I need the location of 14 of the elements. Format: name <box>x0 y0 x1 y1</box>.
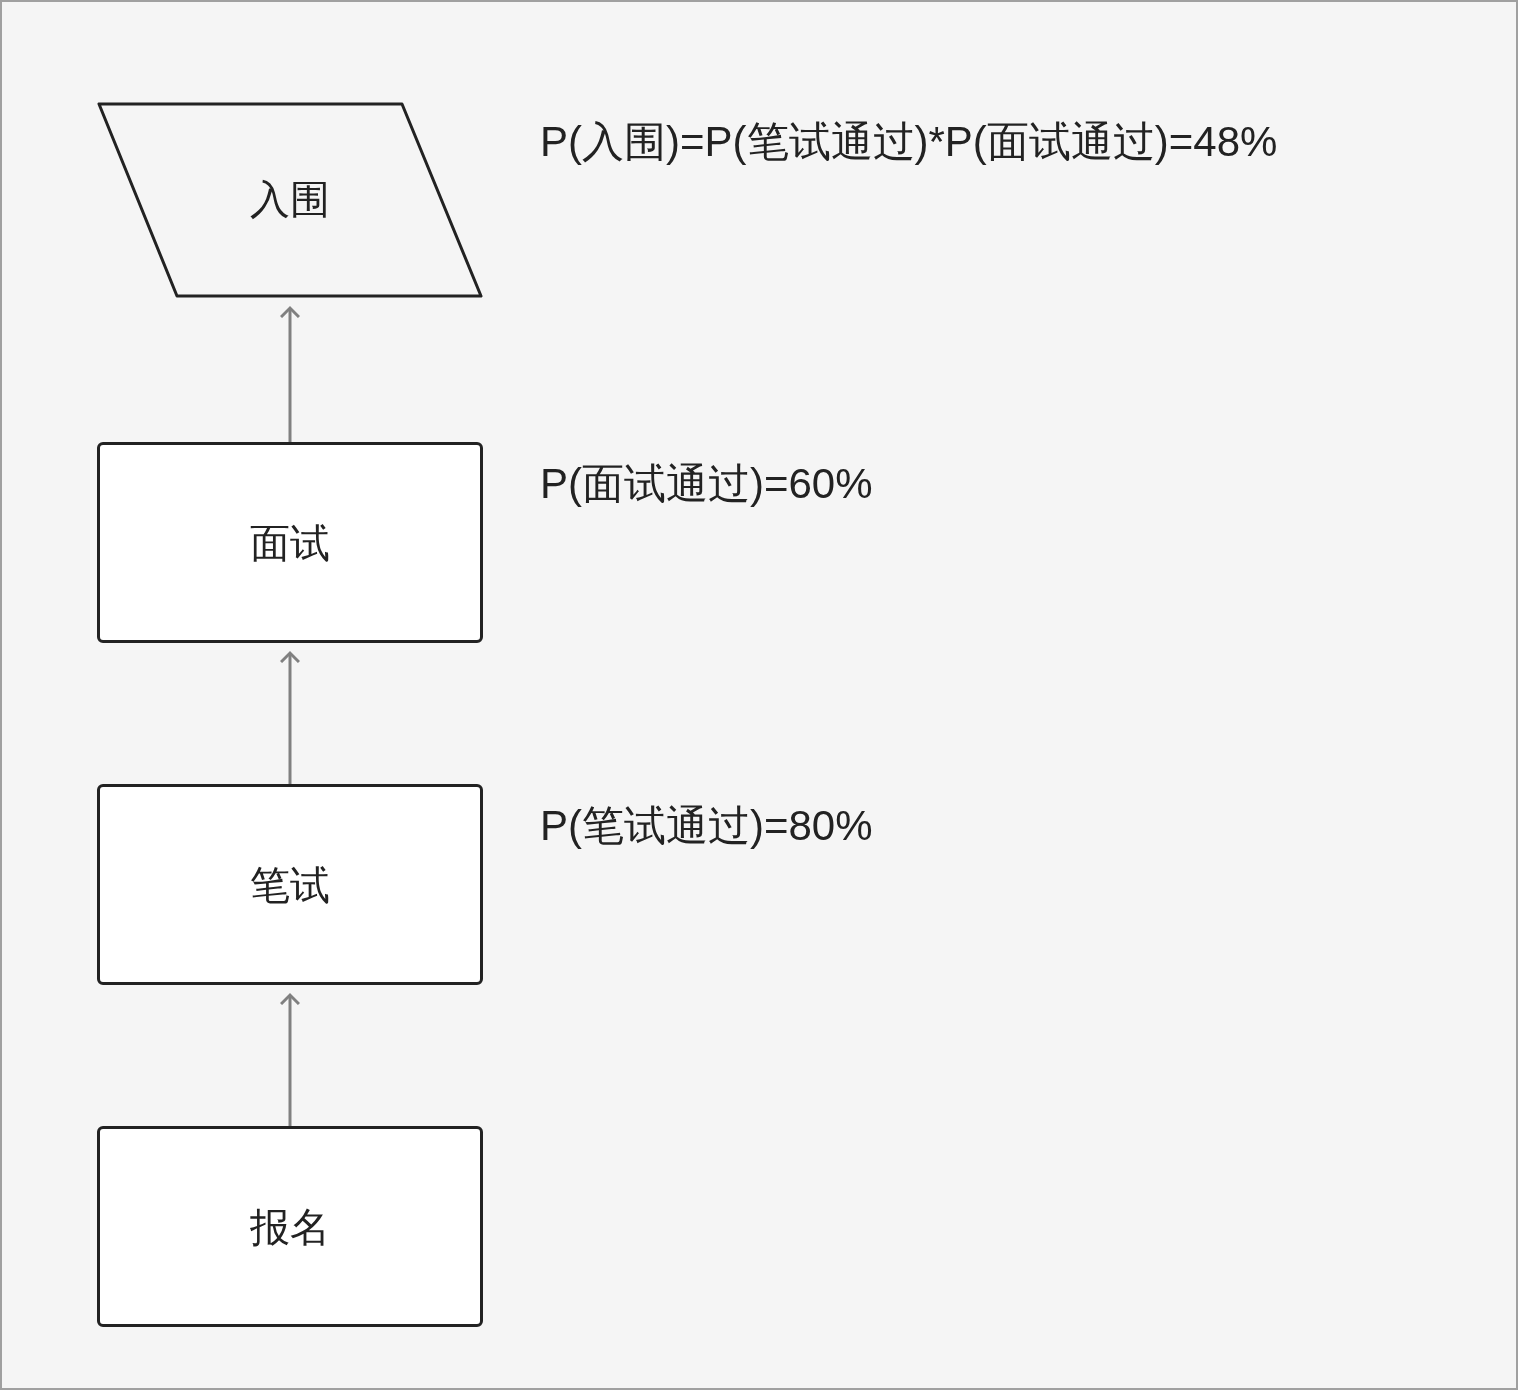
process-box <box>97 442 483 643</box>
process-box <box>97 784 483 985</box>
arrow <box>279 993 301 1126</box>
node-label: 报名 <box>250 1203 330 1251</box>
node-label: 入围 <box>250 176 330 223</box>
formula-text: P(笔试通过)=80% <box>540 801 873 851</box>
process-box <box>97 1126 483 1327</box>
arrow <box>279 651 301 784</box>
parallelogram-node <box>97 100 483 298</box>
node-label: 笔试 <box>250 861 330 909</box>
formula-text: P(面试通过)=60% <box>540 459 873 509</box>
arrow <box>279 306 301 442</box>
formula-text: P(入围)=P(笔试通过)*P(面试通过)=48% <box>540 117 1278 167</box>
node-label: 面试 <box>250 519 330 567</box>
